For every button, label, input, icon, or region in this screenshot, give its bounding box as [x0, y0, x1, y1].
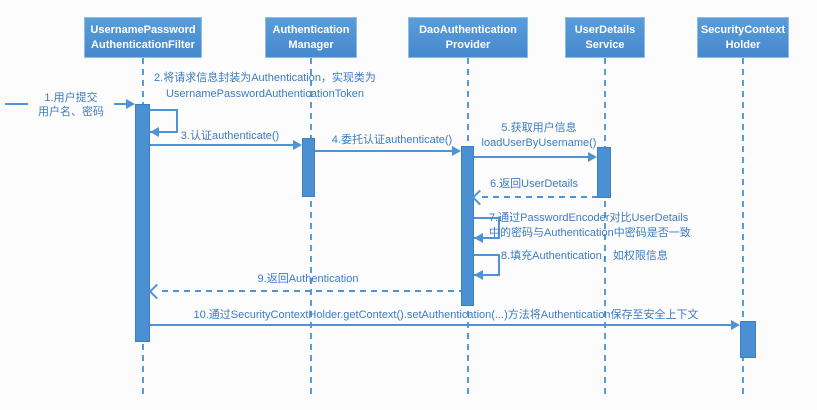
- message-5-label: 5.获取用户信息 loadUserByUsername(): [481, 122, 597, 149]
- lifeline-securitycontext: [742, 58, 744, 398]
- message-3-line: [150, 144, 294, 146]
- message-4-arrowhead-icon: [452, 146, 461, 156]
- message-6-line: [482, 196, 597, 198]
- message-7-label: 7.通过PasswordEncoder对比UserDetails 中的密码与Au…: [489, 212, 691, 239]
- message-6-label: 6.返回UserDetails: [489, 178, 579, 190]
- message-9-line: [162, 290, 461, 292]
- message-7-arrowhead-icon: [474, 233, 483, 243]
- message-4-label: 4.委托认证authenticate(): [331, 134, 453, 146]
- message-5-arrowhead-icon: [588, 152, 597, 162]
- lifeline-userdetails: [604, 58, 606, 398]
- activation-provider: [461, 146, 474, 306]
- message-10-arrowhead-icon: [731, 320, 740, 330]
- activation-filter: [135, 104, 150, 342]
- message-5-line: [474, 156, 589, 158]
- message-8-arrowhead-icon: [474, 270, 483, 280]
- lifeline-manager: [310, 58, 312, 398]
- actor-username-password-authentication-filter: UsernamePassword AuthenticationFilter: [84, 17, 202, 58]
- activation-manager: [302, 138, 315, 197]
- message-7-self-loop: [474, 217, 500, 239]
- message-9-arrowhead-icon: [148, 283, 165, 300]
- message-3-arrowhead-icon: [293, 140, 302, 150]
- activation-userdetails: [597, 147, 611, 198]
- message-4-line: [315, 150, 453, 152]
- message-10-line: [150, 324, 732, 326]
- message-6-arrowhead-icon: [471, 189, 488, 206]
- actor-security-context-holder: SecurityContext Holder: [697, 17, 789, 58]
- message-2-arrowhead-icon: [150, 127, 159, 137]
- message-1-label: 1.用户提交 用户名、密码: [28, 91, 114, 119]
- message-1-arrowhead-icon: [126, 99, 135, 109]
- message-8-self-loop: [474, 254, 500, 276]
- activation-securitycontext: [740, 321, 756, 358]
- actor-user-details-service: UserDetails Service: [565, 17, 645, 58]
- message-9-label: 9.返回Authentication: [257, 273, 359, 285]
- actor-authentication-manager: Authentication Manager: [265, 17, 357, 58]
- message-3-label: 3.认证authenticate(): [180, 130, 280, 142]
- actor-dao-authentication-provider: DaoAuthentication Provider: [408, 17, 528, 58]
- message-2-self-loop: [150, 109, 178, 133]
- message-10-label: 10.通过SecurityContextHolder.getContext().…: [193, 309, 699, 321]
- message-8-label: 8.填充Authentication，如权限信息: [501, 250, 668, 262]
- message-2-label: 2.将请求信息封装为Authentication，实现类为 UsernamePa…: [154, 72, 376, 100]
